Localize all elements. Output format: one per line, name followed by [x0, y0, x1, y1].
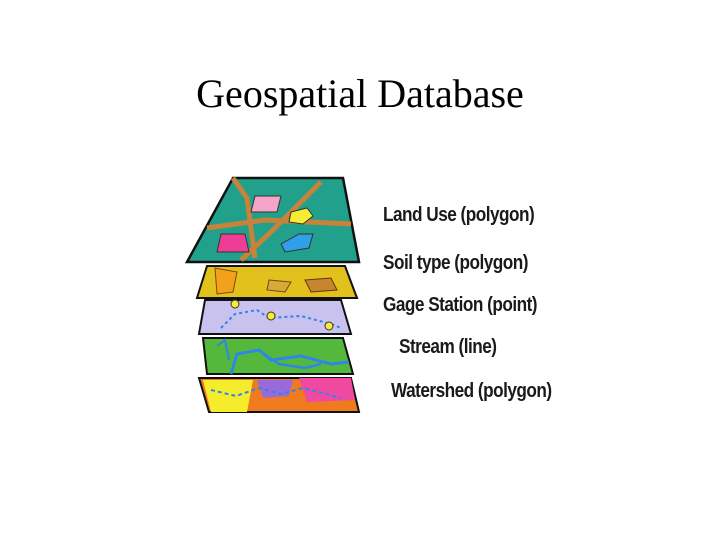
slide-title: Geospatial Database [196, 71, 524, 116]
layer-label-soil-type: Soil type (polygon) [383, 252, 529, 274]
watershed-boundary-stream [210, 386, 342, 399]
soil-region-tan [266, 279, 292, 293]
gage-station-layer [197, 299, 353, 335]
gage-point [230, 299, 240, 309]
road-line [206, 217, 352, 231]
stream-line-tributary [216, 338, 230, 361]
soil-region-orange [214, 267, 238, 295]
land-use-parcel-blue [280, 233, 314, 253]
road-line [230, 176, 258, 259]
land-use-parcel-pink [250, 195, 282, 213]
stream-layer [201, 337, 355, 375]
land-use-parcel-yellow [288, 207, 314, 225]
gage-point [324, 321, 334, 331]
watershed-region-purple [257, 380, 293, 398]
soil-region-brown [304, 277, 338, 293]
road-line [239, 180, 323, 262]
watershed-region-pink [299, 378, 355, 402]
watershed-layer [197, 377, 361, 413]
stream-line-branch [260, 350, 322, 370]
geospatial-layers-diagram: Land Use (polygon) Soil type (polygon) G… [181, 168, 569, 422]
gage-point [266, 311, 276, 321]
layer-label-gage-station: Gage Station (point) [383, 294, 538, 316]
soil-type-layer [195, 265, 359, 299]
layer-label-stream: Stream (line) [399, 336, 497, 358]
land-use-layer [184, 176, 361, 264]
layer-stack-illustration [184, 176, 361, 413]
layer-label-watershed: Watershed (polygon) [391, 380, 552, 402]
layer-label-land-use: Land Use (polygon) [383, 204, 535, 226]
land-use-parcel-magenta [216, 233, 250, 253]
watershed-region-yellow [203, 380, 253, 412]
